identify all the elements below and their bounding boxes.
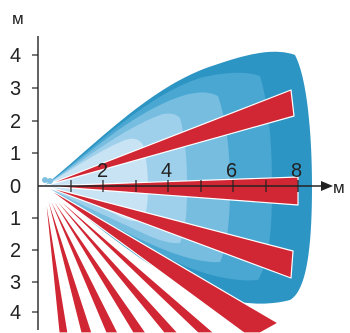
beam-lower-4 [43, 185, 179, 333]
horizontal-axis-unit: м [333, 178, 345, 197]
y-tick-label: 3 [10, 272, 21, 294]
y-tick-label: 1 [10, 143, 21, 165]
sensor-origin [42, 177, 53, 184]
beam-lower-8 [43, 185, 69, 333]
beam-lower-6 [43, 185, 119, 333]
beam-lower-3 [43, 185, 215, 333]
x-tick-label: 6 [226, 160, 237, 182]
y-ticks [32, 54, 38, 313]
x-tick-label: 2 [97, 160, 108, 182]
horizontal-axis-arrow [321, 181, 333, 191]
beam-lower-2 [43, 185, 279, 333]
y-tick-label: 4 [10, 45, 21, 67]
x-ticks [70, 180, 299, 192]
y-tick-label: 3 [10, 78, 21, 100]
axes [37, 36, 325, 330]
beam-lower-5 [43, 185, 147, 333]
y-tick-label: 2 [10, 240, 21, 262]
y-tick-label: 2 [10, 111, 21, 133]
vertical-axis-unit: м [12, 9, 24, 28]
beam-upper [43, 89, 295, 187]
y-tick-label: 0 [10, 176, 21, 198]
y-tick-label: 4 [10, 302, 21, 324]
y-tick-label: 1 [10, 208, 21, 230]
x-tick-label: 4 [161, 160, 172, 182]
y-tick-labels: 4 3 2 1 0 1 2 3 4 [10, 45, 21, 324]
detection-beams [43, 89, 299, 333]
beam-lower [43, 185, 294, 279]
x-tick-labels: 2 4 6 8 [97, 160, 302, 182]
beam-lower-7 [43, 185, 93, 333]
x-tick-label: 8 [291, 160, 302, 182]
